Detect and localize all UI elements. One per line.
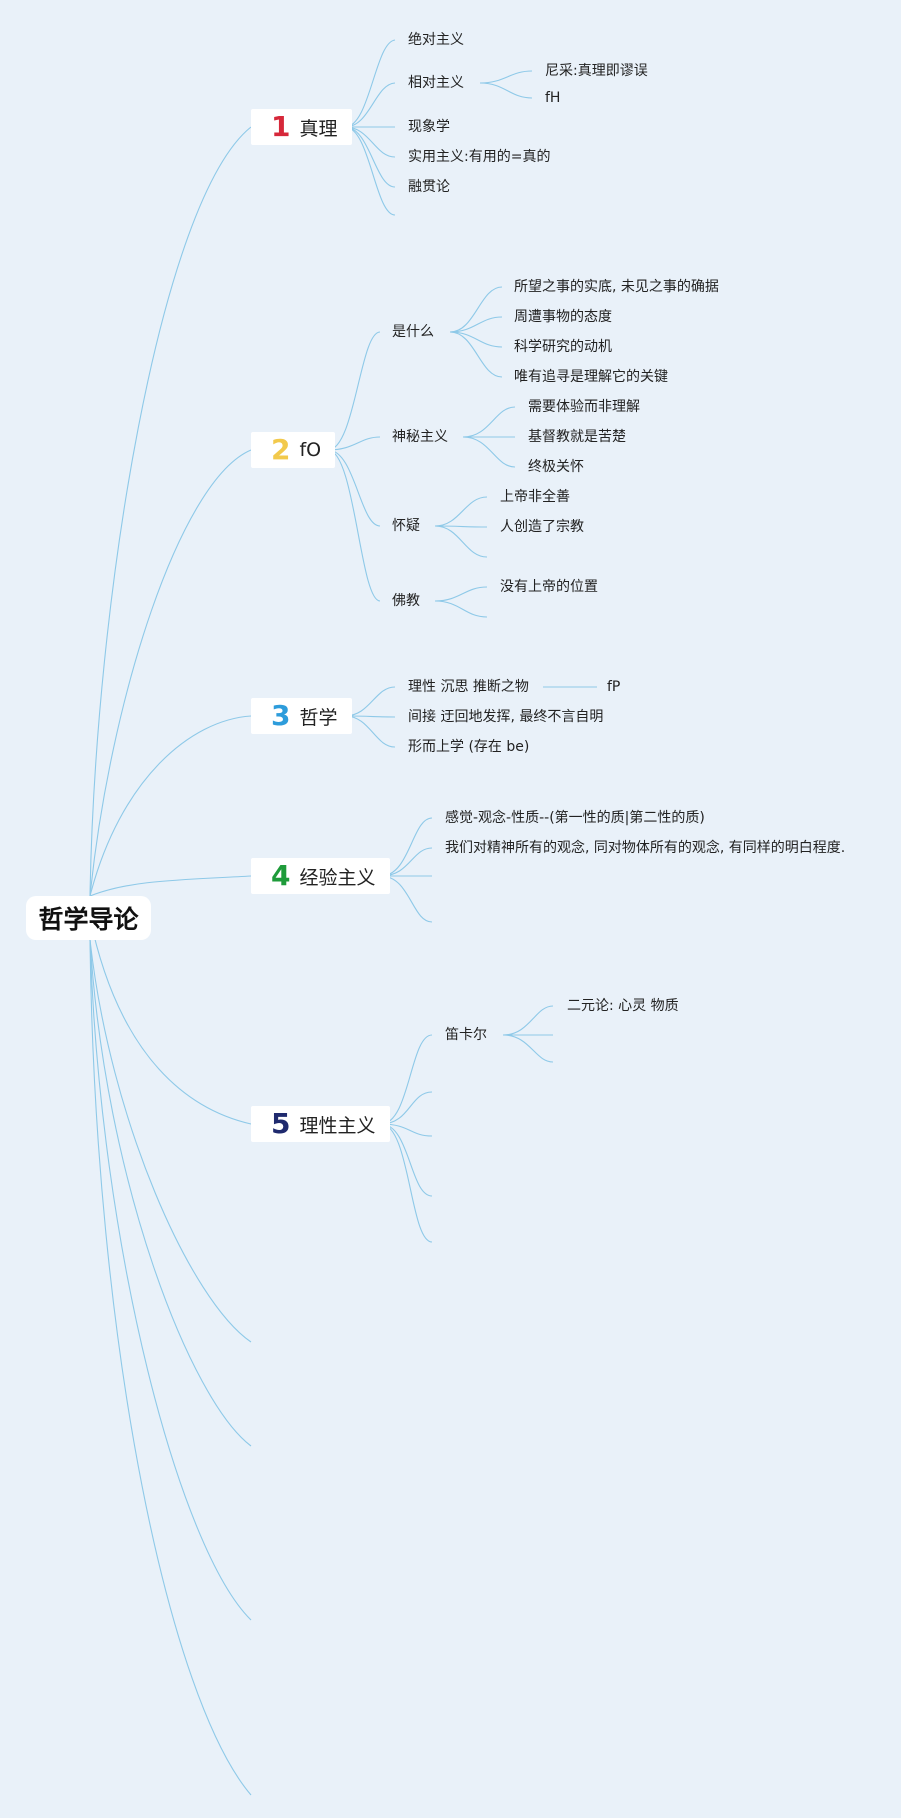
node-metaphysics[interactable]: 形而上学 (存在 be) (408, 739, 530, 755)
branch-label: fO (299, 439, 322, 461)
node-descartes[interactable]: 笛卡尔 (445, 1027, 487, 1043)
node-relativism[interactable]: 相对主义 (408, 75, 464, 91)
node-coherentism[interactable]: 融贯论 (408, 179, 450, 195)
node-what-1[interactable]: 所望之事的实底, 未见之事的确据 (514, 279, 719, 295)
node-mysticism[interactable]: 神秘主义 (392, 429, 448, 445)
branch-node-rationalism[interactable]: 5 理性主义 (251, 1106, 390, 1142)
branch-number-badge: 3 (271, 699, 291, 732)
branch-number-badge: 5 (271, 1107, 291, 1140)
branch-number-badge: 1 (271, 110, 291, 143)
node-what-3[interactable]: 科学研究的动机 (514, 339, 612, 355)
node-dualism[interactable]: 二元论: 心灵 物质 (567, 998, 679, 1014)
branch-node-philosophy[interactable]: 3 哲学 (251, 698, 352, 734)
node-what-2[interactable]: 周遭事物的态度 (514, 309, 612, 325)
node-phenomenology[interactable]: 现象学 (408, 119, 450, 135)
branch-number-badge: 4 (271, 859, 291, 892)
branch-node-fo[interactable]: 2 fO (251, 432, 336, 468)
root-node[interactable]: 哲学导论 (26, 896, 151, 940)
node-what-4[interactable]: 唯有追寻是理解它的关键 (514, 369, 668, 385)
branch-label: 理性主义 (299, 1114, 376, 1137)
node-doubt-2[interactable]: 人创造了宗教 (500, 519, 584, 535)
branch-label: 经验主义 (299, 866, 376, 889)
node-nietzsche[interactable]: 尼采:真理即谬误 (545, 63, 648, 79)
branch-label: 真理 (299, 117, 338, 140)
node-mysticism-1[interactable]: 需要体验而非理解 (528, 399, 640, 415)
node-absolutism[interactable]: 绝对主义 (408, 32, 464, 48)
node-what[interactable]: 是什么 (392, 324, 434, 340)
node-mysticism-2[interactable]: 基督教就是苦楚 (528, 429, 626, 445)
branch-node-truth[interactable]: 1 真理 (251, 109, 352, 145)
node-fh[interactable]: fH (545, 90, 561, 106)
node-mysticism-3[interactable]: 终极关怀 (528, 459, 584, 475)
node-buddhism[interactable]: 佛教 (392, 593, 420, 609)
node-reason[interactable]: 理性 沉思 推断之物 (408, 679, 529, 695)
node-sensation[interactable]: 感觉-观念-性质--(第一性的质|第二性的质) (445, 810, 705, 826)
node-indirect[interactable]: 间接 迂回地发挥, 最终不言自明 (408, 709, 604, 725)
node-fp[interactable]: fP (607, 679, 621, 695)
node-doubt[interactable]: 怀疑 (392, 518, 420, 534)
root-label: 哲学导论 (38, 905, 139, 934)
branch-label: 哲学 (299, 706, 338, 729)
node-ideas[interactable]: 我们对精神所有的观念, 同对物体所有的观念, 有同样的明白程度. (445, 840, 846, 856)
node-buddhism-1[interactable]: 没有上帝的位置 (500, 579, 598, 595)
node-doubt-1[interactable]: 上帝非全善 (500, 489, 570, 505)
branch-node-empiricism[interactable]: 4 经验主义 (251, 858, 390, 894)
branch-number-badge: 2 (271, 433, 291, 466)
node-pragmatism[interactable]: 实用主义:有用的=真的 (408, 149, 551, 165)
